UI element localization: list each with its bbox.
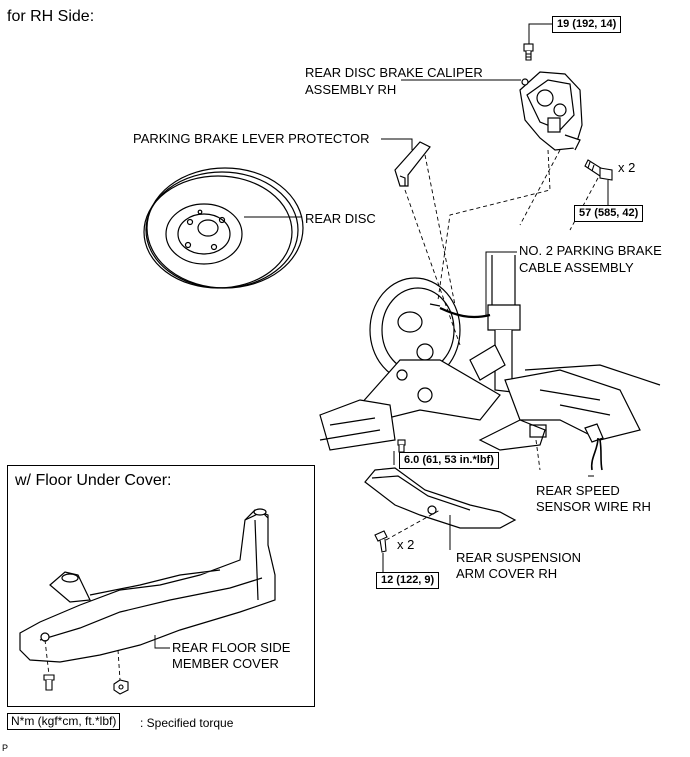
footer-mark: P [2,743,9,753]
caliper-bolt-quantity: x 2 [618,160,636,175]
bolt-icon [584,159,613,181]
leader-lines [244,23,609,577]
page-title: for RH Side: [7,8,95,25]
floor-cover-illustration [19,508,276,663]
sensor-label-line1: REAR SPEED [536,483,620,498]
torque-57: 57 (585, 42) [574,205,644,222]
caliper-label-line1: REAR DISC BRAKE CALIPER [305,65,483,80]
cable-label-line1: NO. 2 PARKING BRAKE [519,243,662,258]
speed-sensor-wire-illustration [584,423,604,471]
inset-leader-lines [154,635,170,649]
arm-cover-label-line2: ARM COVER RH [456,566,558,581]
arm-cover-illustration [364,467,517,529]
legend-text: : Specified torque [140,716,234,730]
arm-cover-label-line1: REAR SUSPENSION [456,550,581,565]
cable-label-line2: CABLE ASSEMBLY [519,260,634,275]
protector-label: PARKING BRAKE LEVER PROTECTOR [133,131,370,146]
caliper-illustration [519,71,583,151]
arm-cover-bolt-quantity: x 2 [397,537,415,552]
torque-6: 6.0 (61, 53 in.*lbf) [399,452,499,469]
floor-cover-label-line2: MEMBER COVER [172,656,279,671]
inset-alignment-lines [44,639,121,681]
sensor-label-line2: SENSOR WIRE RH [536,499,651,514]
floor-under-cover-inset [7,465,315,707]
suspension-assembly-illustration [319,255,661,451]
caliper-label-line2: ASSEMBLY RH [305,82,397,97]
torque-12: 12 (122, 9) [376,572,440,589]
screw-icon [397,439,406,453]
bolt-icon [523,43,534,61]
rear-disc-illustration [143,167,304,289]
rear-disc-label: REAR DISC [305,211,376,226]
torque-19: 19 (192, 14) [552,16,622,33]
inset-title: w/ Floor Under Cover: [15,472,172,489]
floor-cover-label-line1: REAR FLOOR SIDE [172,640,291,655]
protector-illustration [394,141,431,187]
bolt-icon [43,674,55,691]
bolt-icon [374,530,388,553]
legend-torque-box: N*m (kgf*cm, ft.*lbf) [7,713,121,730]
